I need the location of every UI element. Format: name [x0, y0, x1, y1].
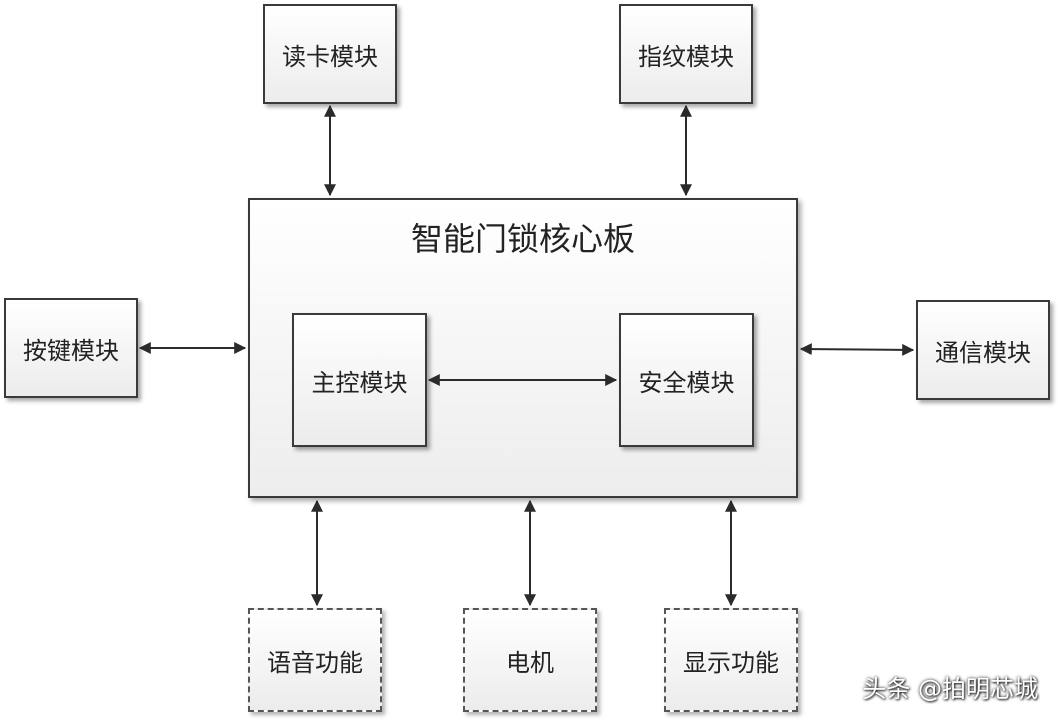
core-board-title: 智能门锁核心板	[410, 220, 635, 258]
watermark: 头条 @拍明芯城	[862, 675, 1038, 703]
card-reader-module: 读卡模块	[263, 4, 397, 104]
arrow-core-communication	[799, 343, 915, 356]
communication-module: 通信模块	[916, 300, 1050, 400]
main-control-module: 主控模块	[292, 313, 427, 447]
motor-module: 电机	[463, 608, 597, 712]
display-function-module: 显示功能	[664, 608, 798, 712]
voice-function-module: 语音功能	[248, 608, 382, 712]
fingerprint-module: 指纹模块	[619, 4, 753, 104]
security-module: 安全模块	[619, 313, 754, 447]
keypad-module: 按键模块	[4, 298, 138, 398]
